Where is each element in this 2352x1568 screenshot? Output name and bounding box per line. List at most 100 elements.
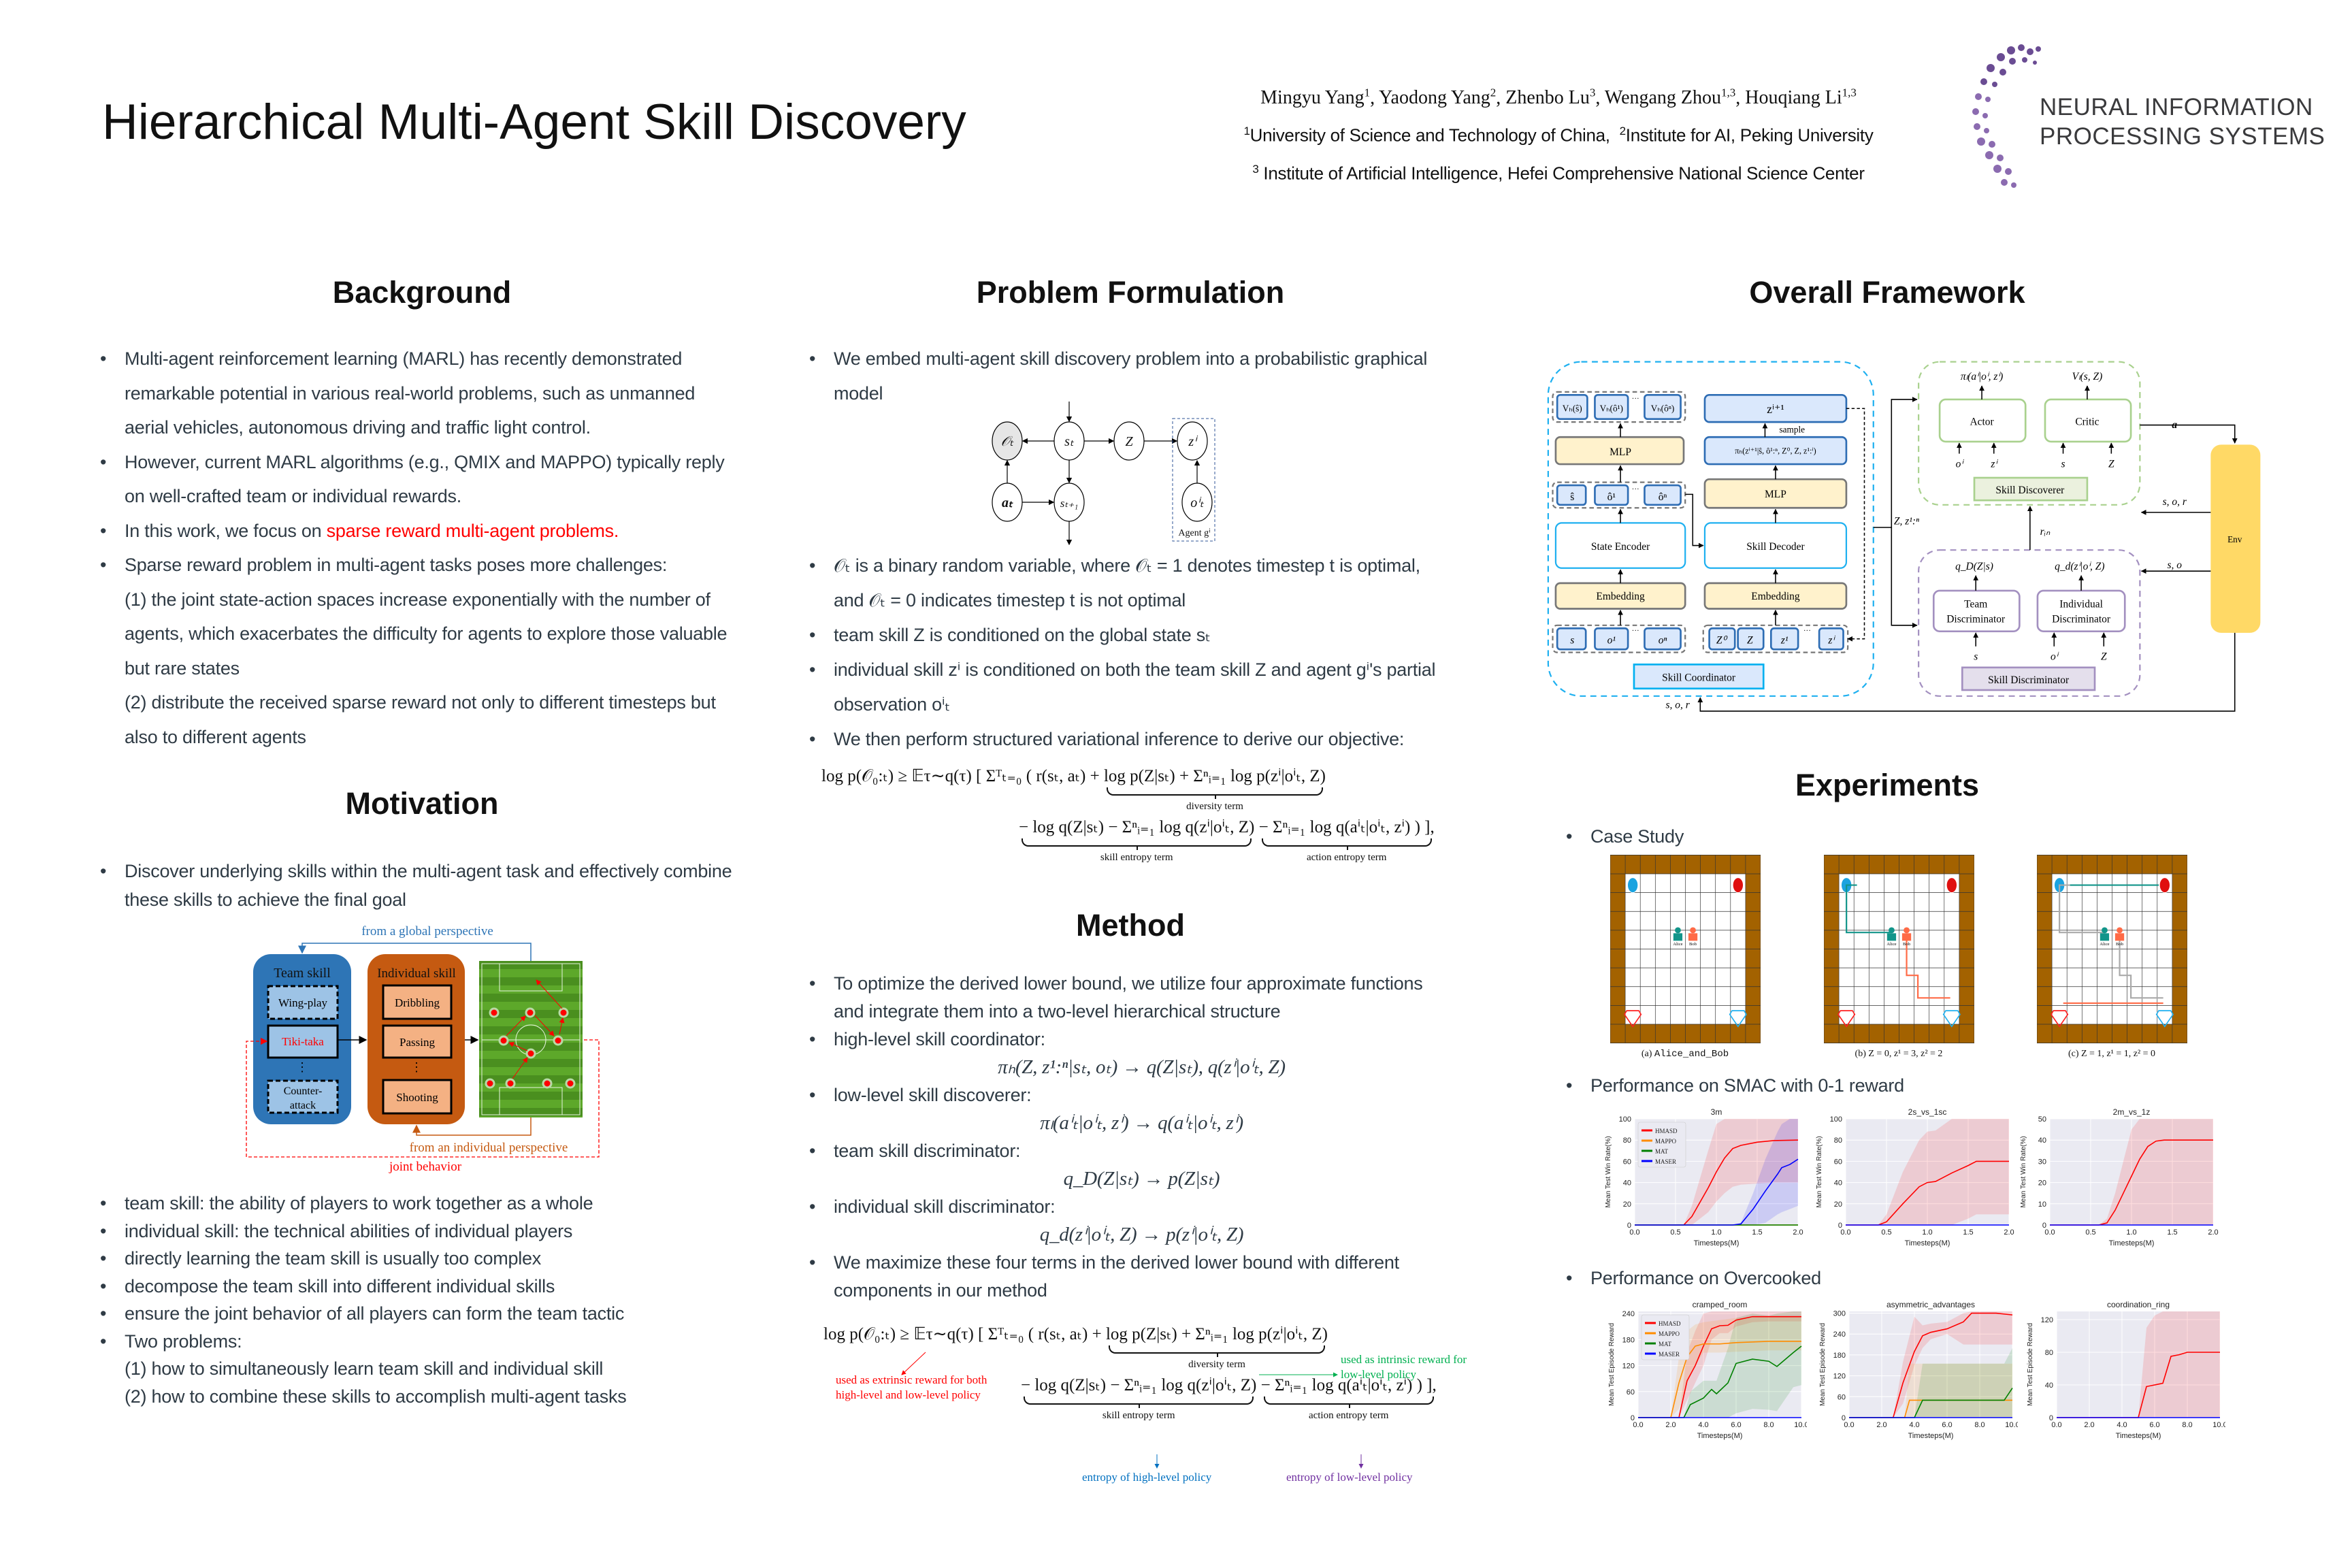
x-tick-label: 6.0 (2149, 1421, 2159, 1429)
skill-counter-attack (267, 1079, 339, 1114)
skill-discriminator-box (1961, 666, 2096, 691)
x-axis-label: Timesteps(M) (1905, 1239, 1950, 1247)
team-discriminator-output: q_D(Z|s) (1955, 561, 1993, 572)
annotation-arrows (901, 1352, 1364, 1469)
node-optimality (992, 421, 1023, 461)
smac-label-list: Performance on SMAC with 0-1 reward (1566, 1072, 1904, 1099)
token-label: ŝ (1570, 491, 1574, 503)
y-tick-label: 40 (2038, 1137, 2046, 1145)
confidence-band-hmasd (2057, 1311, 2220, 1418)
ellipsis-dots: ··· (1632, 395, 1639, 403)
sub-item: (2) distribute the received sparse rewar… (125, 692, 716, 747)
y-axis-label: Mean Test Win Rate(%) (2020, 1136, 2027, 1207)
token-label: Z (1747, 634, 1753, 646)
node-next-state (1054, 483, 1085, 522)
x-tick-label: 0.0 (2044, 1228, 2055, 1237)
sample-label: sample (1779, 425, 1805, 435)
skill-discriminator-region (1918, 549, 2141, 697)
y-axis-label: Mean Test Episode Reward (1819, 1323, 1827, 1406)
skill-entropy-term: − log q(Z|sₜ) − Σⁿᵢ₌₁ log q(zⁱ|oⁱₜ, Z)sk… (1021, 1376, 1257, 1421)
sub-item: (1) how to simultaneously learn team ski… (125, 1358, 604, 1379)
alice-label: Alice (1673, 942, 1682, 947)
token-label: ôⁿ (1659, 491, 1667, 503)
skill-hierarchy-figure: from a global perspective Team skill Win… (246, 924, 600, 1174)
ellipsis-dots: ··· (1803, 627, 1811, 635)
intrinsic-reward-label: rᵢₙ (2040, 526, 2051, 538)
ellipsis-dots: ··· (1632, 485, 1639, 493)
y-axis-label: Mean Test Win Rate(%) (1816, 1136, 1823, 1207)
affiliation-line: 3 Institute of Artificial Intelligence, … (1252, 162, 1865, 184)
skill-discoverer-label: Skill Discoverer (1995, 485, 2065, 496)
problem-intro: We embed multi-agent skill discovery pro… (809, 342, 1446, 410)
author: Houqiang Li1,3 (1745, 86, 1857, 109)
team-discriminator-label: Team (1964, 598, 1987, 610)
bob-icon (1690, 927, 1696, 934)
node-label: sₜ (1064, 434, 1075, 449)
list-item: team skill Z is conditioned on the globa… (809, 618, 1450, 653)
objective-equation: log p(𝒪₀:ₜ) ≥ 𝔼τ∼q(τ) [ Σᵀₜ₌₀ ( r(sₜ, aₜ… (821, 766, 1461, 864)
list-item: decompose the team skill into different … (100, 1273, 737, 1301)
series-line-mat (1638, 1345, 1802, 1418)
confidence-band-mappo (1849, 1363, 2012, 1418)
list-item: individual skill: the technical abilitie… (100, 1218, 737, 1245)
value-label: Vₕ(ôⁿ) (1651, 404, 1675, 414)
series-line-hmasd (2050, 1139, 2213, 1226)
env-output-label: s, o, r (1666, 700, 1690, 711)
token-label: Z⁰ (1716, 634, 1729, 646)
list-item: individual skill zⁱ is conditioned on bo… (809, 653, 1450, 722)
alice-label: Alice (1886, 942, 1896, 947)
blue-diamond-icon (1729, 1010, 1747, 1028)
skill-coordinator-label: Skill Coordinator (1662, 672, 1736, 684)
highlight-text: sparse reward multi-agent problems. (326, 520, 619, 541)
skill-coordinator-box (1633, 664, 1765, 690)
action-entropy-term: − Σⁿᵢ₌₁ log q(aⁱₜ|oⁱₜ, zⁱ) ) ],action en… (1260, 1376, 1437, 1421)
x-tick-label: 6.0 (1731, 1421, 1741, 1429)
list-item: individual skill discriminator: (809, 1193, 1450, 1221)
y-tick-label: 30 (2038, 1158, 2046, 1166)
skill-passing (382, 1024, 453, 1059)
input-label: oⁱ (2051, 651, 2059, 663)
mlp-box (1554, 436, 1685, 466)
y-tick-label: 60 (1838, 1393, 1846, 1401)
series-line-hmasd (1638, 1316, 1801, 1418)
red-ball-icon (2159, 877, 2171, 894)
token-label: z¹ (1780, 634, 1788, 646)
y-tick-label: 180 (1622, 1336, 1635, 1344)
node-team-skill (1113, 421, 1145, 461)
list-item: team skill: the ability of players to wo… (100, 1190, 737, 1218)
skill-dribbling (382, 984, 453, 1020)
bob-label: Bob (2116, 942, 2124, 947)
chart-title: 3m (1711, 1107, 1722, 1117)
y-tick-label: 60 (1834, 1158, 1842, 1166)
mlp-label: MLP (1765, 489, 1786, 500)
y-tick-label: 40 (1623, 1179, 1631, 1188)
value-function-label: Vₗ(s, Z) (2072, 371, 2103, 382)
series-line-mappo (1638, 1341, 1801, 1418)
legend-label: MASER (1659, 1351, 1680, 1358)
y-tick-label: 80 (1623, 1137, 1631, 1145)
list-item: Discover underlying skills within the mu… (100, 857, 737, 914)
global-perspective-label: from a global perspective (361, 924, 493, 938)
series-line-hmasd (1635, 1139, 1799, 1226)
coordinator-equation: πₕ(Z, z¹:ⁿ|sₜ, oₜ) → q(Z|sₜ), q(zⁱ|oⁱₜ, … (998, 1056, 1286, 1078)
high-level-policy-label: πₕ(zⁱ⁺¹|ŝ, ô¹:ⁿ, Z⁰, Z, z¹:ⁱ) (1735, 446, 1816, 456)
list-item: 𝒪ₜ is a binary random variable, where 𝒪ₜ… (809, 549, 1450, 618)
env-box (2210, 444, 2261, 633)
problem-list: 𝒪ₜ is a binary random variable, where 𝒪ₜ… (809, 549, 1450, 757)
individual-skill-title: Individual skill (377, 966, 456, 981)
next-skill-label: zⁱ⁺¹ (1767, 402, 1784, 416)
y-tick-label: 20 (2038, 1179, 2046, 1188)
bob-icon (1688, 933, 1698, 941)
skill-decoder-label: Skill Decoder (1746, 541, 1805, 553)
blue-ball-icon (1627, 877, 1639, 894)
low-level-entropy-note: entropy of low-level policy (1286, 1471, 1413, 1484)
x-tick-label: 1.0 (1711, 1228, 1721, 1237)
confidence-band-maser (1635, 1119, 1798, 1225)
confidence-band-hmasd (1846, 1119, 2009, 1225)
x-axis-label: Timesteps(M) (1694, 1239, 1740, 1247)
neurips-logo: NEURAL INFORMATION PROCESSING SYSTEMS (1970, 42, 2325, 192)
